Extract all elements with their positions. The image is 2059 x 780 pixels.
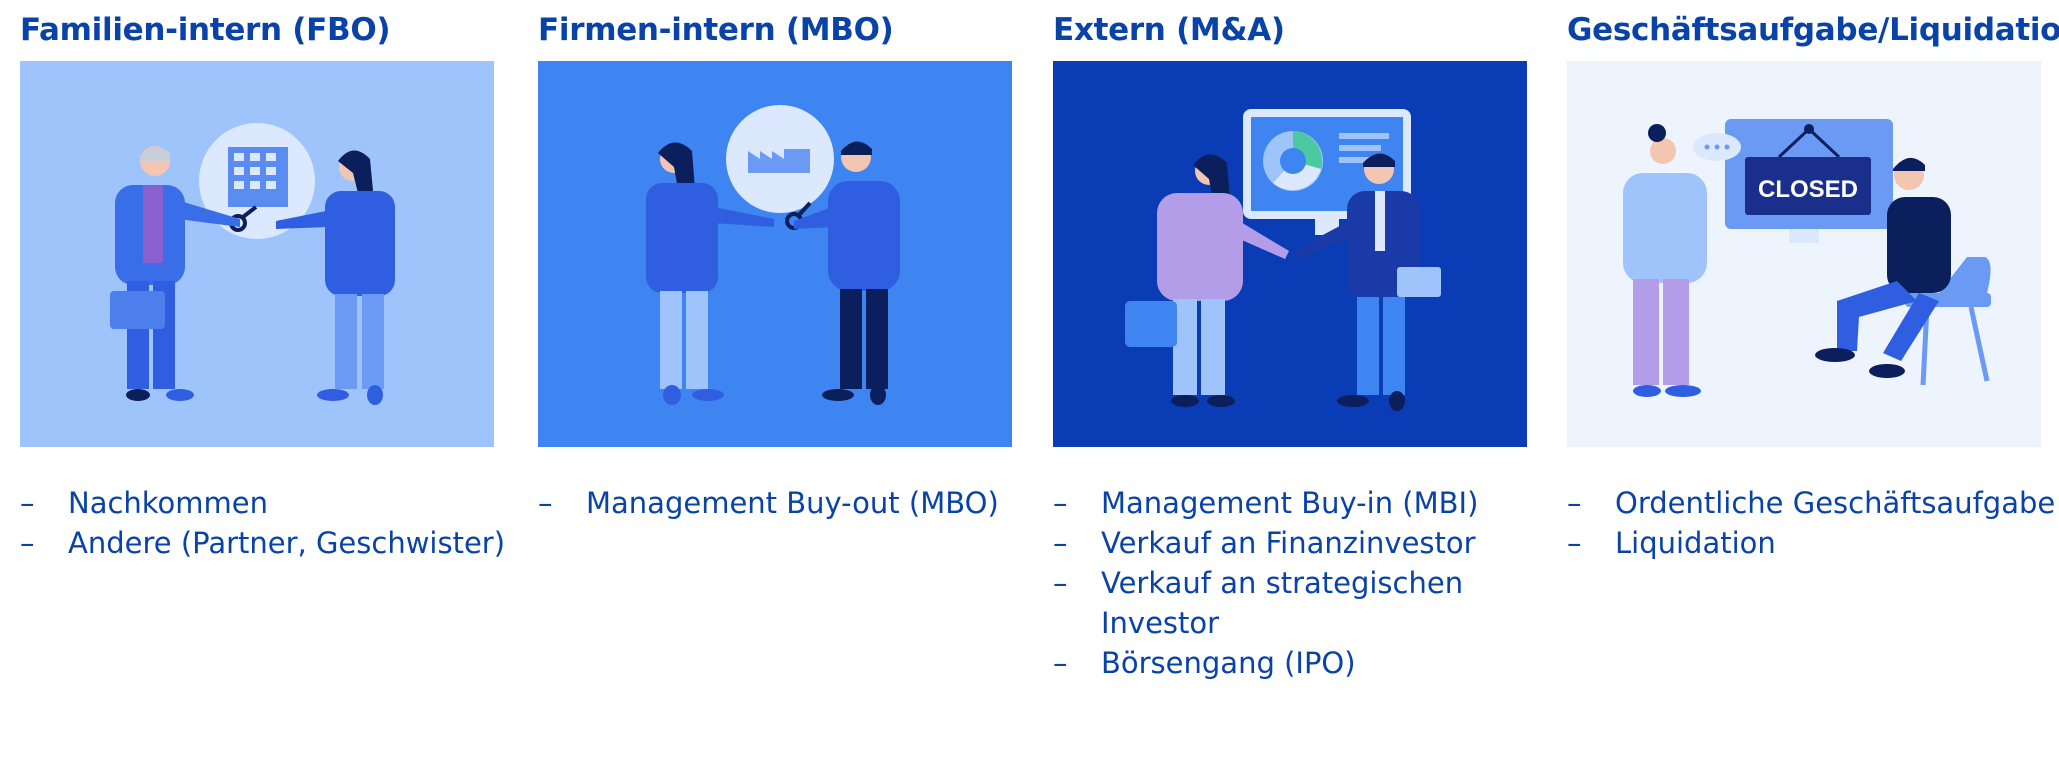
list-item: –Nachkommen bbox=[20, 486, 269, 520]
column-title: Geschäftsaufgabe/Liquidation bbox=[1567, 12, 2059, 48]
list-item: –Management Buy-out (MBO) bbox=[538, 486, 999, 520]
external-deal-illustration bbox=[1053, 61, 1527, 447]
illustration-management-buyout bbox=[538, 61, 1012, 447]
business-closure-illustration: CLOSED bbox=[1567, 61, 2041, 447]
illustration-external-deal bbox=[1053, 61, 1527, 447]
family-handover-illustration bbox=[20, 61, 494, 447]
column-title: Extern (M&A) bbox=[1053, 12, 1285, 48]
list-item: –Börsengang (IPO) bbox=[1053, 646, 1356, 680]
illustration-business-closure: CLOSED bbox=[1567, 61, 2041, 447]
bullet-list: –Management Buy-out (MBO) bbox=[538, 483, 999, 523]
closed-sign-text: CLOSED bbox=[1758, 176, 1858, 203]
bullet-list: –Management Buy-in (MBI) –Verkauf an Fin… bbox=[1053, 483, 1501, 683]
bullet-list: –Nachkommen –Andere (Partner, Geschwiste… bbox=[20, 483, 505, 563]
list-item: –Liquidation bbox=[1567, 526, 1776, 560]
list-item: –Ordentliche Geschäftsaufgabe bbox=[1567, 486, 2056, 520]
column-title: Familien-intern (FBO) bbox=[20, 12, 391, 48]
column-title: Firmen-intern (MBO) bbox=[538, 12, 894, 48]
list-item: –Verkauf an strategischen Investor bbox=[1053, 566, 1464, 640]
bullet-list: –Ordentliche Geschäftsaufgabe –Liquidati… bbox=[1567, 483, 2055, 563]
management-buyout-illustration bbox=[538, 61, 1012, 447]
list-item: –Verkauf an Finanzinvestor bbox=[1053, 526, 1476, 560]
list-item: –Management Buy-in (MBI) bbox=[1053, 486, 1479, 520]
list-item: –Andere (Partner, Geschwister) bbox=[20, 526, 506, 560]
illustration-family-handover bbox=[20, 61, 494, 447]
